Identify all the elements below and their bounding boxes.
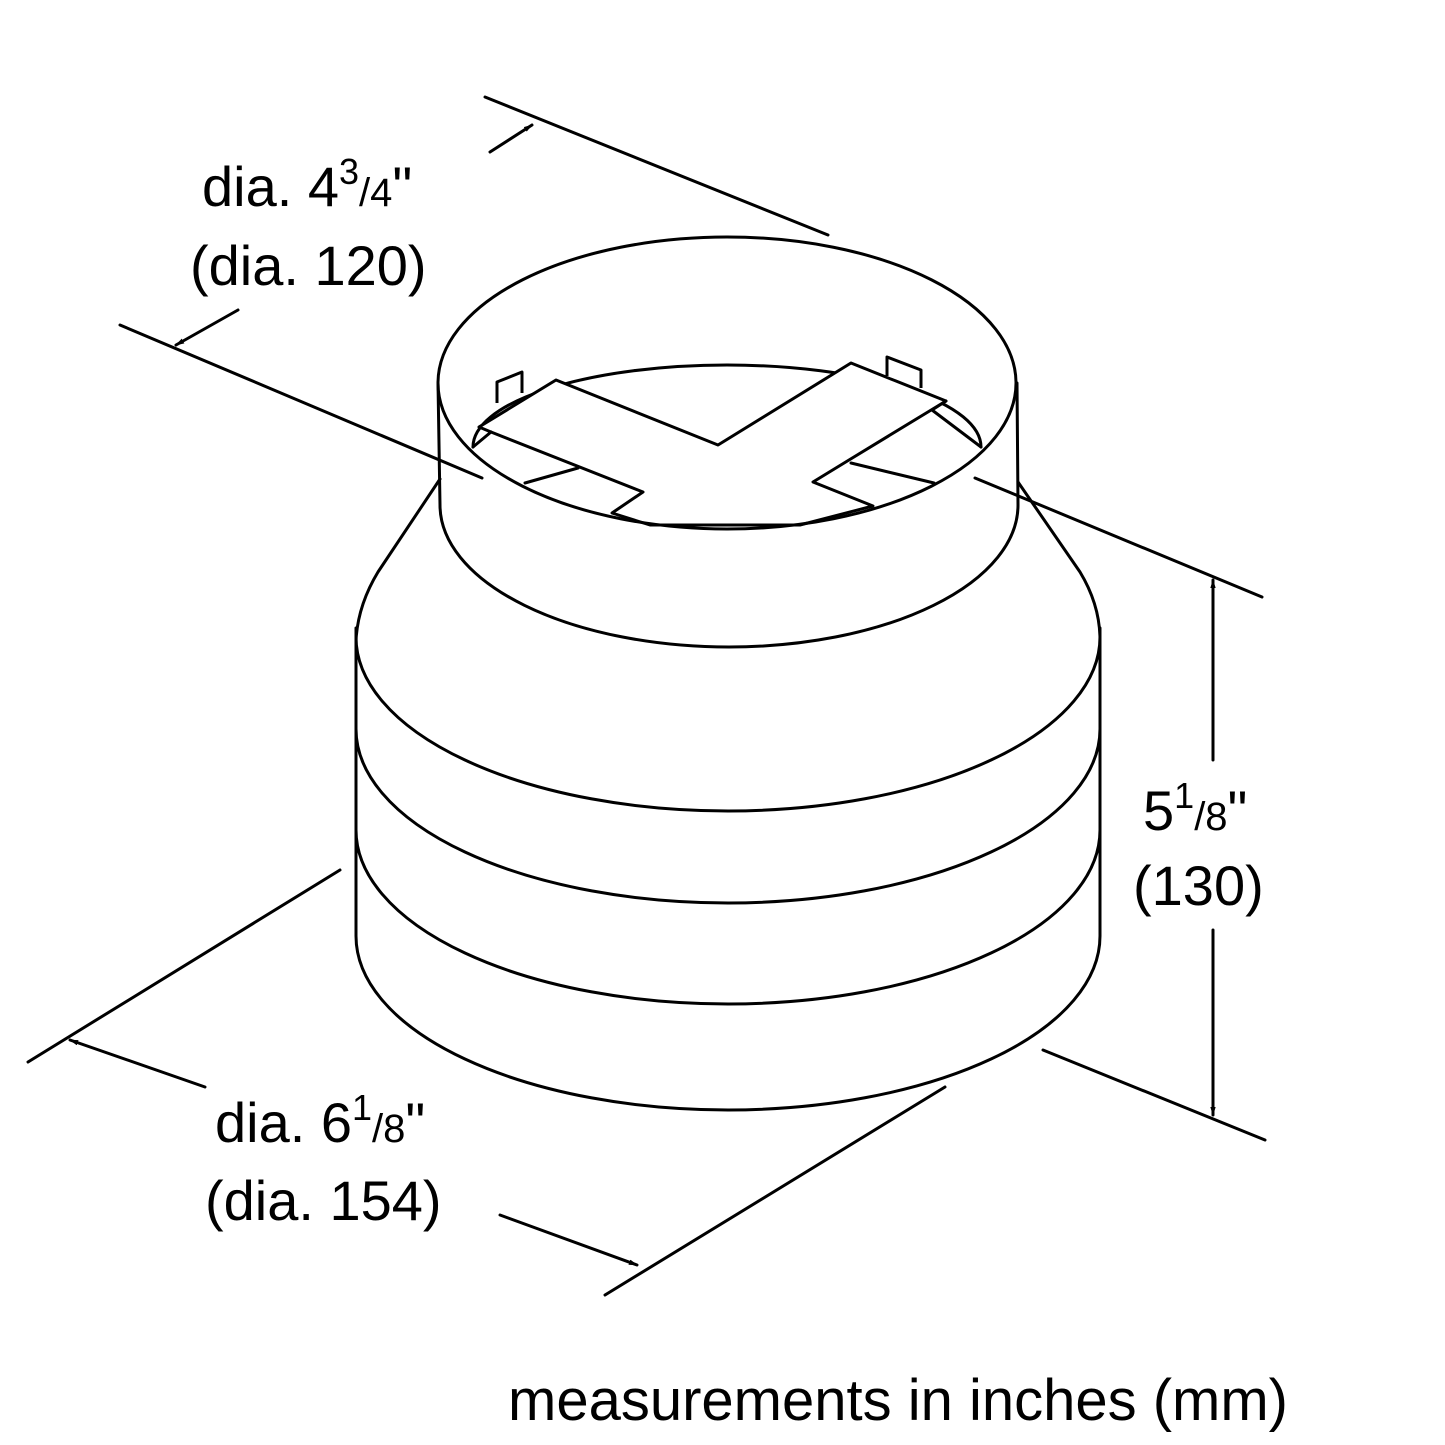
cone-transition [354, 477, 1102, 642]
arrow-icon [174, 308, 240, 347]
lower-cylinder-outline [354, 626, 1102, 1112]
top-diameter-label: dia. 43/4" [202, 151, 412, 218]
damper-tab-right [885, 355, 923, 388]
extension-line [26, 868, 342, 1064]
damper-edge-left [523, 466, 580, 485]
damper-tab-left [495, 370, 524, 403]
extension-line [1041, 1048, 1267, 1142]
damper-edge-left-end [471, 430, 493, 449]
arrow-icon [68, 1038, 207, 1089]
height-dimension: 51/8" (130) [973, 476, 1267, 1142]
measurement-note: measurements in inches (mm) [508, 1368, 1288, 1433]
damper-edge-right [849, 461, 936, 485]
inner-rim-back [471, 363, 983, 449]
cone-left-edge [354, 477, 442, 642]
extension-line [603, 1085, 947, 1297]
damper-edge-right-end [930, 399, 983, 449]
extension-line [973, 476, 1264, 599]
cone-right-edge [1016, 480, 1102, 642]
upper-cylinder [436, 235, 1020, 649]
band-line-1 [354, 635, 1102, 813]
band-line-2 [354, 727, 1102, 905]
extension-line [483, 95, 830, 237]
top-diameter-metric: (dia. 120) [190, 234, 427, 297]
top-opening-rim [436, 235, 1018, 531]
band-line-3 [354, 828, 1102, 1006]
upper-cylinder-sides [436, 381, 1020, 649]
bottom-diameter-metric: (dia. 154) [205, 1169, 442, 1232]
arrow-icon [488, 123, 534, 154]
height-metric: (130) [1133, 854, 1264, 917]
extension-line [118, 323, 484, 480]
bottom-diameter-dimension: dia. 61/8" (dia. 154) [26, 868, 947, 1297]
top-diameter-dimension: dia. 43/4" (dia. 120) [118, 95, 830, 480]
arrow-icon [498, 1213, 639, 1267]
lower-cylinder [354, 626, 1102, 1112]
bottom-diameter-label: dia. 61/8" [215, 1087, 425, 1154]
height-label: 51/8" [1143, 775, 1247, 842]
damper-plates [477, 361, 948, 527]
